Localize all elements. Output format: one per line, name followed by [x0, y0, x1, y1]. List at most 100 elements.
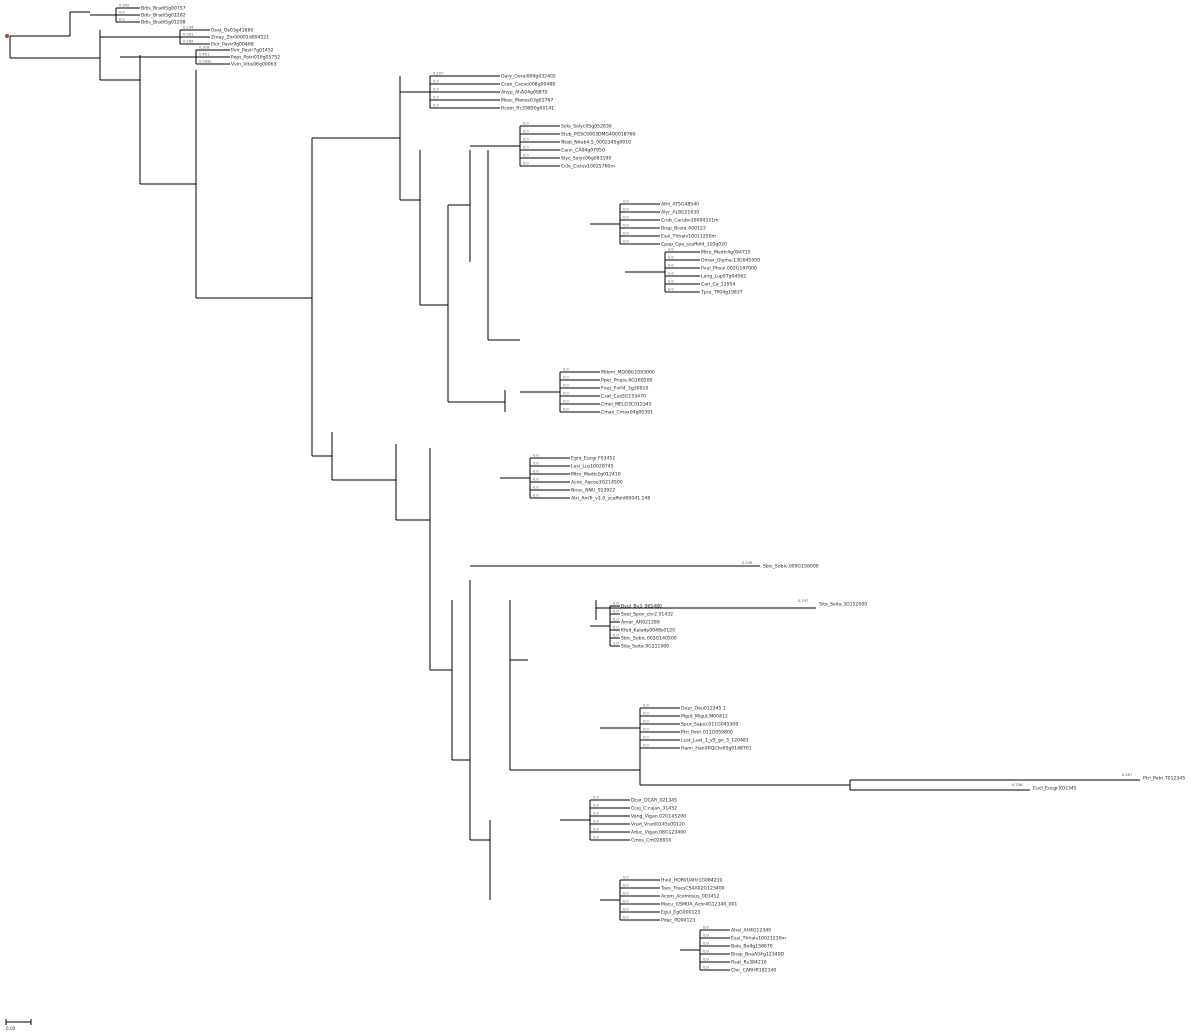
tip-label: Slyc_Solyc06g083190	[561, 156, 611, 162]
support-value: 0.0	[623, 208, 629, 212]
tip-label: Kfed_Kaladp0048s0120	[621, 628, 675, 634]
tip-label: Nnuc_NNU_013922	[571, 488, 615, 494]
support-value: 0.0	[523, 162, 529, 166]
root-marker-icon	[5, 34, 9, 38]
tip-label: Cmax_Cmax04g00391	[601, 410, 653, 416]
tip-label: Mgut_Migut.M00412	[681, 714, 728, 720]
support-value: 0.107	[433, 72, 443, 76]
tip-label: Chir_CARHR182340	[731, 968, 776, 974]
support-value: 0.0	[563, 376, 569, 380]
tip-label: Csat_Csa5G153470	[601, 394, 646, 400]
support-value: 0.0	[593, 828, 599, 832]
support-value: 0.0	[643, 720, 649, 724]
tip-label: Vang_Vigan.02G145200	[631, 814, 686, 820]
tip-label: Cann_CA04g07950	[561, 148, 605, 154]
support-value: 0.0	[623, 884, 629, 888]
tip-label: Mtru_Medtr2g012410	[571, 472, 621, 478]
support-value: 0.301	[183, 33, 193, 37]
support-value: 0.0	[703, 958, 709, 962]
support-value: 0.0	[563, 392, 569, 396]
support-value: 0.0	[433, 96, 439, 100]
support-value: 0.0	[643, 704, 649, 708]
tip-label: Gary_Gorai009g032402	[501, 74, 556, 80]
support-value: 0.0	[613, 634, 619, 638]
support-value: 0.0	[668, 248, 674, 252]
tip-label: Popt_Potri010g05752	[231, 55, 280, 61]
tip-label: Taes_TraesCS4A02G123400	[660, 886, 725, 892]
tip-label: Macu_GSMUA_Achr4G12340_001	[661, 902, 737, 908]
tip-label: Alyr_AL8G21630	[661, 210, 699, 216]
support-value: 0.0	[593, 804, 599, 808]
tip-label: Pvir_Pavir7g01452	[231, 48, 274, 54]
tip-label: Esal_Thhalv10021230m	[731, 936, 787, 942]
support-value: 0.0	[119, 11, 125, 15]
tip-label: Amar_AH021289	[621, 620, 660, 626]
tree-labels: Bdis_Bradi5g007570.352Bdis_Bradi5g012820…	[119, 4, 1185, 974]
tip-label: Vrad_Vradi0145s00120	[631, 822, 685, 828]
support-value: 0.0	[623, 232, 629, 236]
support-value: 0.0	[523, 154, 529, 158]
support-value: 0.0	[119, 18, 125, 22]
support-value: 0.0	[623, 200, 629, 204]
support-value: 0.0	[593, 812, 599, 816]
tip-label: Brap_Brara.A00123	[661, 226, 706, 232]
support-value: 0.0	[703, 934, 709, 938]
tip-label: Gmax_Glyma.13G045500	[701, 258, 760, 264]
tip-label: Fves_FvH4_3g30910	[601, 386, 648, 392]
support-value: 0.0	[703, 966, 709, 970]
support-value: 0.0	[623, 224, 629, 228]
support-value: 0.318	[199, 46, 210, 50]
long-tip-label: Ptri_Potri.T012345	[1143, 776, 1185, 782]
tip-label: Lang_Lup07g04562	[701, 274, 746, 280]
support-value: 0.0	[533, 478, 539, 482]
support-value: 0.0	[668, 264, 674, 268]
tip-label: Sbic_Sobic.003G140500	[621, 636, 677, 642]
support-value: 0.0	[613, 626, 619, 630]
support-value: 0.0	[433, 80, 439, 84]
tip-label: Sita_Seita.9G211000	[621, 644, 669, 650]
support-value: 0.0	[668, 256, 674, 260]
tip-label: Ccaj_C.cajan_31452	[631, 806, 677, 812]
support-value: 0.0	[593, 796, 599, 800]
support-value: 0.0	[613, 610, 619, 614]
tip-label: Spur_Sapur.011G045300	[681, 722, 738, 728]
support-value: 0.0	[533, 494, 539, 498]
tip-label: Osat_Os03g41660	[211, 28, 253, 34]
long-tip-label: Eucl_Eucgr.K02345	[1033, 786, 1077, 792]
support-value: 0.0	[523, 130, 529, 134]
support-value: 0.0	[668, 280, 674, 284]
tip-label: Ccan_Cacao008g00488	[501, 82, 555, 88]
tip-label: Atri_AmTr_v1.0_scaffold00041.148	[571, 496, 650, 502]
support-value: 0.0	[563, 384, 569, 388]
support-value: 0.0	[523, 146, 529, 150]
tip-label: Mesc_Manes03g01767	[501, 98, 553, 104]
support-value: 0.0	[533, 454, 539, 458]
tip-label: Rsat_Rs384210	[731, 960, 767, 966]
tip-label: Bdis_Bradi5g00757	[141, 6, 186, 12]
support-value: 0.0	[533, 462, 539, 466]
support-value: 0.0	[433, 88, 439, 92]
support-value: 0.0	[623, 916, 629, 920]
support-value: 0.0	[533, 486, 539, 490]
tip-label: Oeur_Oeu012345.1	[681, 706, 726, 712]
tip-label: Bole_Bo4g158670	[731, 944, 773, 950]
tip-label: Aduc_Vigan.08G123400	[631, 830, 686, 836]
tip-label: Vvin_Vitis06g00063	[231, 62, 277, 68]
tip-label: Mdom_MD08G1093000	[601, 370, 655, 376]
support-value: 0.0	[533, 470, 539, 474]
tip-label: Pper_Prupe.6G160200	[601, 378, 652, 384]
support-value: 0.0	[563, 368, 569, 372]
tip-label: Tpra_TP04g19837	[700, 290, 743, 296]
support-value: 0.0	[643, 736, 649, 740]
support-value: 0.0	[643, 744, 649, 748]
tip-label: Ntab_Nitab4.5_0002345g0010	[561, 140, 631, 146]
support-value: 0.0	[563, 400, 569, 404]
tip-label: Ccle_Ciclev10025760m	[561, 164, 615, 170]
support-value: 0.436	[742, 561, 753, 565]
tip-label: Crub_Carubv10004321m	[661, 218, 719, 224]
tip-label: Cmos_Cm028910	[631, 838, 671, 844]
support-value: 0.0	[703, 950, 709, 954]
tip-label: Rcom_Rc29850g00141	[501, 106, 554, 112]
support-value: 0.0	[563, 408, 569, 412]
